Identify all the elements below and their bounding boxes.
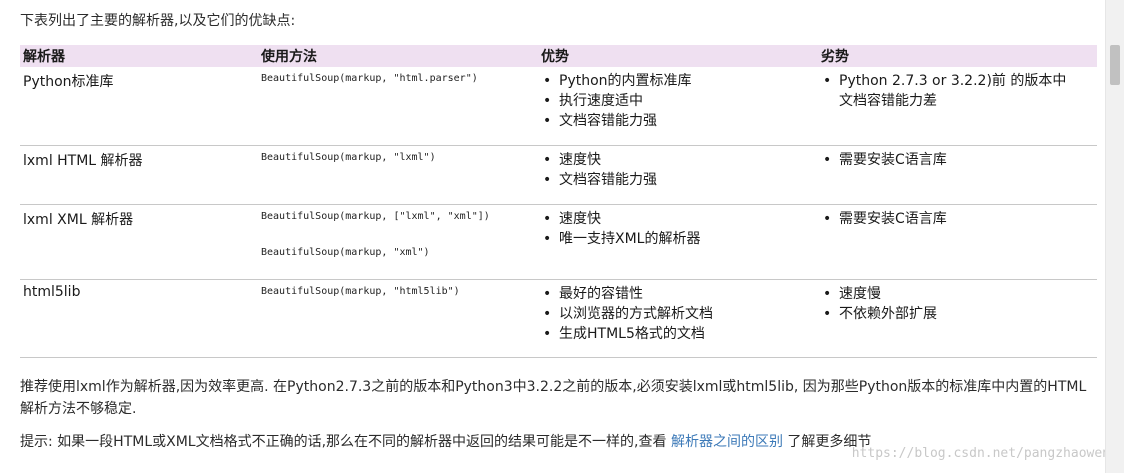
parser-name: lxml XML 解析器 (23, 211, 134, 228)
usage-code: BeautifulSoup(markup, "html5lib") (261, 285, 460, 297)
advantages-cell: Python的内置标准库 执行速度适中 文档容错能力强 (538, 67, 818, 145)
list-item: 文档容错能力强 (543, 170, 818, 190)
header-parser: 解析器 (20, 45, 258, 67)
header-advantages: 优势 (538, 45, 818, 67)
list-item: 速度快 (543, 150, 818, 170)
parser-comparison-table: 解析器 使用方法 优势 劣势 Python标准库 BeautifulSoup(m… (20, 45, 1097, 358)
disadvantages-cell: 需要安装C语言库 (818, 204, 1097, 279)
disadvantages-list: 需要安装C语言库 (821, 150, 1097, 170)
parser-name: lxml HTML 解析器 (23, 152, 143, 169)
advantages-list: Python的内置标准库 执行速度适中 文档容错能力强 (541, 71, 818, 131)
table-row: Python标准库 BeautifulSoup(markup, "html.pa… (20, 67, 1097, 145)
list-item: 文档容错能力强 (543, 111, 818, 131)
usage-cell: BeautifulSoup(markup, "lxml") (258, 145, 538, 204)
disadvantages-cell: Python 2.7.3 or 3.2.2)前 的版本中文档容错能力差 (818, 67, 1097, 145)
advantages-list: 最好的容错性 以浏览器的方式解析文档 生成HTML5格式的文档 (541, 284, 818, 344)
table-header-row: 解析器 使用方法 优势 劣势 (20, 45, 1097, 67)
list-item: 唯一支持XML的解析器 (543, 229, 818, 249)
advantages-cell: 速度快 唯一支持XML的解析器 (538, 204, 818, 279)
list-item: Python 2.7.3 or 3.2.2)前 的版本中文档容错能力差 (823, 71, 1069, 111)
header-disadvantages: 劣势 (818, 45, 1097, 67)
table-row: html5lib BeautifulSoup(markup, "html5lib… (20, 279, 1097, 357)
parser-table-container: 解析器 使用方法 优势 劣势 Python标准库 BeautifulSoup(m… (20, 45, 1097, 358)
vertical-scrollbar[interactable] (1105, 0, 1124, 473)
usage-code: BeautifulSoup(markup, ["lxml", "xml"]) (261, 210, 490, 222)
list-item: Python的内置标准库 (543, 71, 818, 91)
list-item: 不依赖外部扩展 (823, 304, 1097, 324)
list-item: 速度慢 (823, 284, 1097, 304)
usage-cell: BeautifulSoup(markup, ["lxml", "xml"]) B… (258, 204, 538, 279)
advantages-cell: 最好的容错性 以浏览器的方式解析文档 生成HTML5格式的文档 (538, 279, 818, 357)
advantages-list: 速度快 唯一支持XML的解析器 (541, 209, 818, 249)
list-item: 最好的容错性 (543, 284, 818, 304)
watermark-text: https://blog.csdn.net/pangzhaowen (851, 446, 1110, 461)
list-item: 生成HTML5格式的文档 (543, 324, 818, 344)
advantages-cell: 速度快 文档容错能力强 (538, 145, 818, 204)
usage-code: BeautifulSoup(markup, "xml") (261, 246, 430, 258)
disadvantages-list: 速度慢 不依赖外部扩展 (821, 284, 1097, 324)
parser-name: Python标准库 (23, 74, 114, 90)
tip-note: 提示: 如果一段HTML或XML文档格式不正确的话,那么在不同的解析器中返回的结… (20, 431, 871, 453)
list-item: 执行速度适中 (543, 91, 818, 111)
tip-suffix: 了解更多细节 (782, 434, 872, 450)
disadvantages-list: Python 2.7.3 or 3.2.2)前 的版本中文档容错能力差 (821, 71, 1097, 111)
usage-code: BeautifulSoup(markup, "lxml") (261, 151, 436, 163)
disadvantages-cell: 需要安装C语言库 (818, 145, 1097, 204)
table-row: lxml XML 解析器 BeautifulSoup(markup, ["lxm… (20, 204, 1097, 279)
disadvantages-list: 需要安装C语言库 (821, 209, 1097, 229)
list-item: 需要安装C语言库 (823, 209, 1097, 229)
intro-text: 下表列出了主要的解析器,以及它们的优缺点: (20, 13, 296, 29)
parser-name: html5lib (23, 283, 81, 300)
disadvantages-cell: 速度慢 不依赖外部扩展 (818, 279, 1097, 357)
scrollbar-thumb[interactable] (1110, 45, 1120, 85)
usage-cell: BeautifulSoup(markup, "html.parser") (258, 67, 538, 145)
list-item: 以浏览器的方式解析文档 (543, 304, 818, 324)
header-usage: 使用方法 (258, 45, 538, 67)
list-item: 速度快 (543, 209, 818, 229)
usage-cell: BeautifulSoup(markup, "html5lib") (258, 279, 538, 357)
advantages-list: 速度快 文档容错能力强 (541, 150, 818, 190)
table-row: lxml HTML 解析器 BeautifulSoup(markup, "lxm… (20, 145, 1097, 204)
recommendation-note: 推荐使用lxml作为解析器,因为效率更高. 在Python2.7.3之前的版本和… (20, 379, 1087, 417)
parser-differences-link[interactable]: 解析器之间的区别 (670, 434, 783, 450)
tip-prefix: 提示: 如果一段HTML或XML文档格式不正确的话,那么在不同的解析器中返回的结… (20, 434, 671, 450)
list-item: 需要安装C语言库 (823, 150, 1097, 170)
usage-code: BeautifulSoup(markup, "html.parser") (261, 73, 478, 84)
